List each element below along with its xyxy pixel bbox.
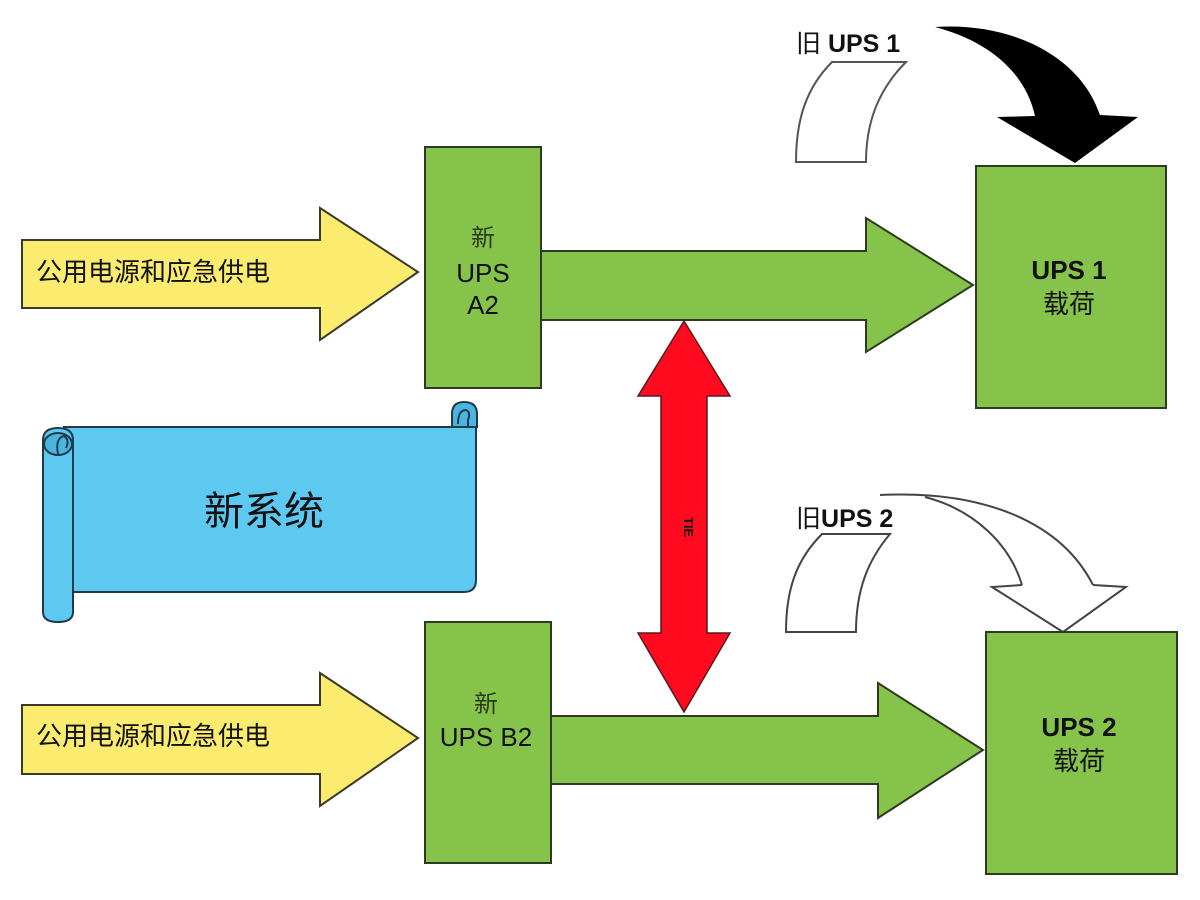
old-ups1-curved-arrow-outline [794,61,909,163]
old-ups2-arrow-curve-inner [924,496,1023,586]
ups2-load-box: UPS 2 载荷 [985,631,1178,875]
banner-curl-detail-right [457,408,471,427]
source-label-top: 公用电源和应急供电 [36,257,270,287]
old-ups2-arrow-tail [784,533,893,633]
old-ups2-label: 旧UPS 2 [796,505,893,533]
ups1-load-subtitle: 载荷 [1043,289,1095,319]
banner-curl-detail-left [56,434,69,455]
old-ups2-arrowhead [988,584,1129,634]
new-ups-b2-prefix: 新 [474,690,498,718]
new-ups-b2-line1: UPS B2 [440,722,533,752]
banner-curl-top-right [451,400,478,428]
ups2-load-subtitle: 载荷 [1053,746,1105,776]
tie-label: TIE [681,517,696,538]
old-ups2-curved-arrow-outline [784,493,1129,634]
ups1-load-title: UPS 1 [1031,255,1106,285]
output-arrow-top [540,216,975,354]
new-ups-b2-box: 新 UPS B2 [424,621,552,864]
new-ups-a2-prefix: 新 [471,224,495,252]
old-ups2-arrow-curve-outer [879,493,1094,586]
new-ups-a2-line2: A2 [467,290,499,320]
banner-sheet [62,426,477,593]
source-label-bottom: 公用电源和应急供电 [36,721,270,751]
output-arrow-bottom [550,681,985,820]
banner-roll-left [42,426,74,624]
banner-label: 新系统 [204,489,324,535]
source-arrow-bottom: 公用电源和应急供电 [21,671,420,808]
ups2-load-title: UPS 2 [1041,712,1116,742]
source-arrow-top: 公用电源和应急供电 [21,206,420,342]
new-ups-a2-line1: UPS [456,258,509,288]
tie-double-arrow: TIE [636,319,732,714]
new-system-scroll-banner: 新系统 [42,400,478,624]
ups1-load-box: UPS 1 载荷 [975,165,1167,409]
old-ups1-arrow-tail [794,61,909,163]
new-ups-a2-box: 新 UPS A2 [424,146,542,389]
old-ups1-black-curved-arrow [935,26,1138,163]
old-ups1-label: 旧 UPS 1 [796,30,900,58]
